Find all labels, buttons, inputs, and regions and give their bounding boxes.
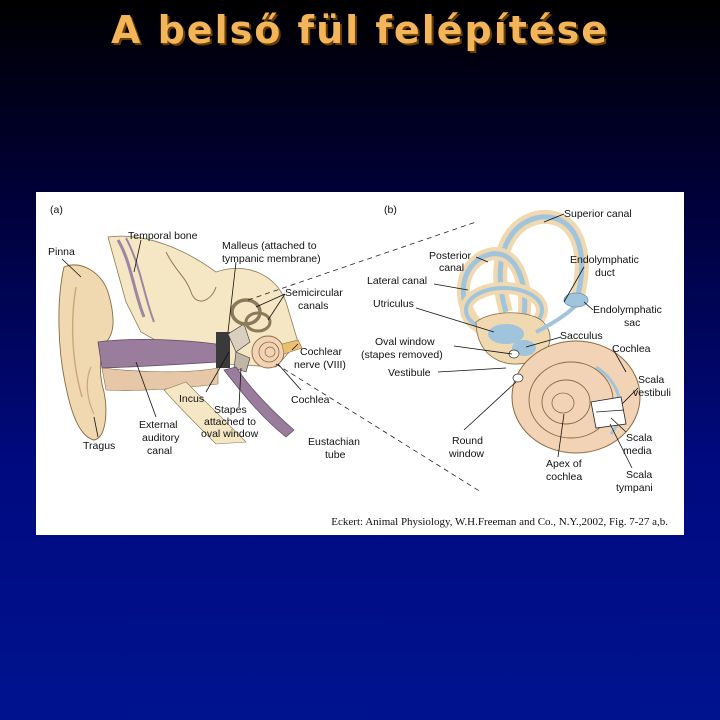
label-malleus-2: tympanic membrane): [222, 253, 321, 265]
label-oval-window-1: Oval window: [375, 336, 435, 348]
label-utriculus: Utriculus: [373, 298, 414, 310]
label-stapes-1: Stapes: [214, 404, 247, 416]
label-posterior-2: canal: [439, 262, 464, 274]
label-posterior-1: Posterior: [429, 250, 472, 262]
label-scala-tympani-2: tympani: [616, 482, 653, 494]
label-pinna: Pinna: [48, 246, 75, 258]
label-cochlea-a: Cochlea: [291, 394, 330, 406]
panel-a-tag: (a): [50, 204, 63, 216]
label-oval-window-2: (stapes removed): [361, 349, 443, 361]
leader-lines: [61, 213, 639, 469]
label-scala-vestibuli-1: Scala: [638, 374, 664, 386]
label-external-1: External: [139, 419, 178, 431]
label-eustachian-2: tube: [325, 449, 346, 461]
label-external-2: auditory: [142, 432, 180, 444]
label-scala-tympani-1: Scala: [626, 469, 652, 481]
label-scala-media-2: media: [623, 445, 652, 457]
label-external-3: canal: [147, 445, 172, 457]
label-stapes-2: attached to: [204, 416, 256, 428]
label-endolymphatic-sac-1: Endolymphatic: [593, 304, 662, 316]
label-malleus-1: Malleus (attached to: [222, 240, 317, 252]
label-scala-media-1: Scala: [626, 432, 652, 444]
label-temporal-bone: Temporal bone: [128, 230, 198, 242]
label-stapes-3: oval window: [201, 428, 259, 440]
label-scala-vestibuli-2: vestibuli: [633, 387, 671, 399]
panel-b-illustration: [456, 209, 641, 454]
figure-caption: Eckert: Animal Physiology, W.H.Freeman a…: [331, 516, 668, 528]
projection-lines: [247, 221, 482, 493]
panel-b-tag: (b): [384, 204, 397, 216]
label-sacculus: Sacculus: [560, 330, 603, 342]
label-round-window-1: Round: [452, 435, 483, 447]
label-semicircular-2: canals: [298, 300, 328, 312]
label-vestibule: Vestibule: [388, 367, 431, 379]
label-round-window-2: window: [448, 448, 484, 460]
label-eustachian-1: Eustachian: [308, 436, 360, 448]
panel-a-illustration: [58, 235, 303, 445]
label-lateral-canal: Lateral canal: [367, 275, 427, 287]
label-endolymphatic-duct-1: Endolymphatic: [570, 254, 639, 266]
label-cochlea-b: Cochlea: [612, 343, 651, 355]
label-apex-1: Apex of: [546, 458, 582, 470]
label-cochlear-nerve-1: Cochlear: [300, 346, 343, 358]
label-endolymphatic-duct-2: duct: [595, 267, 615, 279]
label-superior-canal: Superior canal: [564, 208, 632, 220]
label-tragus: Tragus: [83, 440, 115, 452]
label-semicircular-1: Semicircular: [285, 287, 343, 299]
figure-panel: (a) (b) Pinna Temporal bone Malleus (att…: [36, 192, 684, 535]
label-apex-2: cochlea: [546, 471, 582, 483]
label-incus: Incus: [179, 393, 204, 405]
ear-anatomy-diagram: (a) (b) Pinna Temporal bone Malleus (att…: [48, 204, 671, 528]
label-cochlear-nerve-2: nerve (VIII): [294, 359, 346, 371]
label-endolymphatic-sac-2: sac: [624, 317, 640, 329]
slide-title: A belső fül felépítése: [110, 8, 610, 52]
